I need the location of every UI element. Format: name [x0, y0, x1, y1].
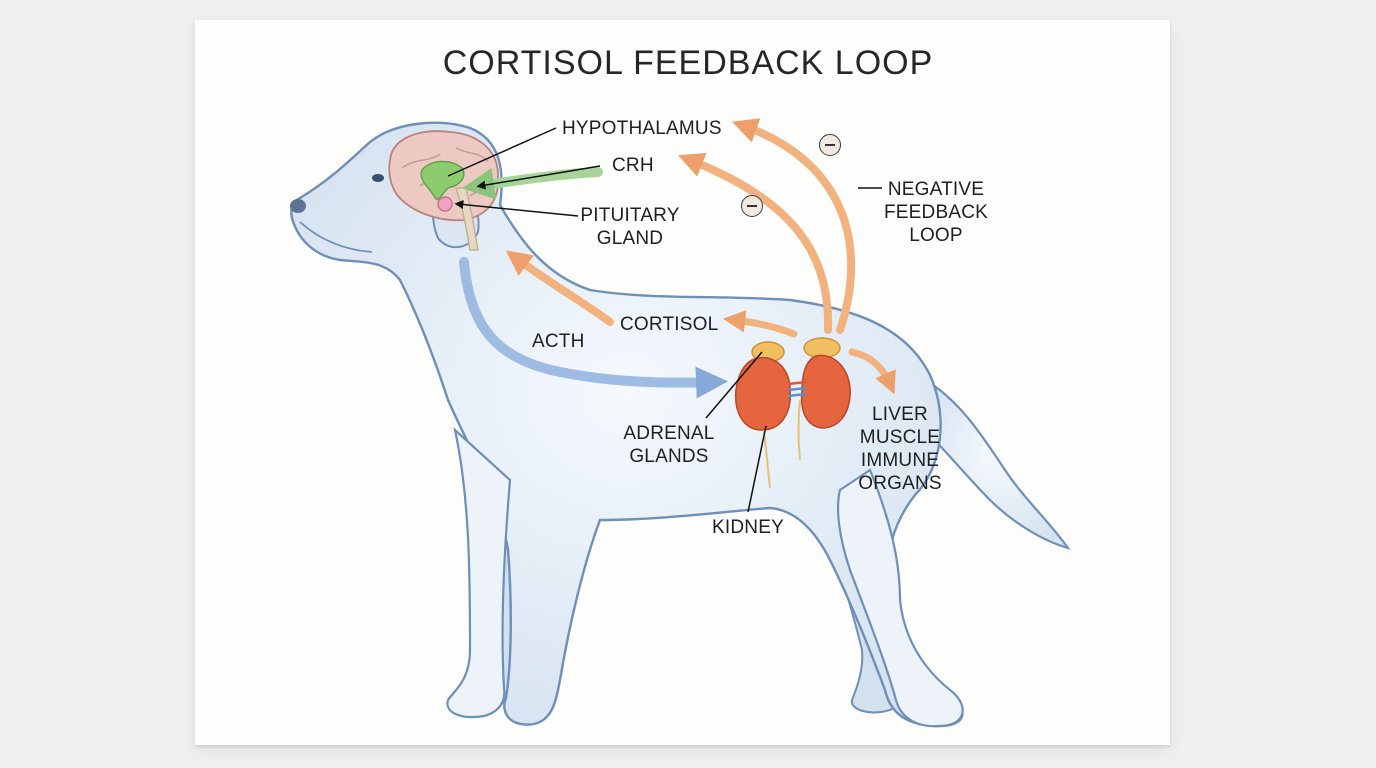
- feedback-arrow-to-hypothalamus: [731, 118, 856, 334]
- label-crh: CRH: [612, 155, 654, 176]
- label-target-immune: IMMUNE: [860, 450, 940, 471]
- label-adrenal-line2: GLANDS: [629, 446, 709, 467]
- label-target-organs: LIVER MUSCLE IMMUNE ORGANS: [852, 403, 948, 495]
- label-adrenal-glands: ADRENAL GLANDS: [616, 422, 722, 468]
- dog-tail: [923, 378, 1071, 550]
- label-negative-feedback-loop: NEGATIVE FEEDBACK LOOP: [882, 178, 990, 247]
- label-acth: ACTH: [532, 331, 585, 352]
- label-target-liver: LIVER: [872, 404, 928, 425]
- label-kidney: KIDNEY: [712, 517, 784, 538]
- diagram-title: CORTISOL FEEDBACK LOOP: [442, 44, 934, 82]
- label-adrenal-line1: ADRENAL: [623, 423, 715, 444]
- leader-adrenal: [705, 351, 763, 419]
- acth-arrow: [459, 257, 728, 399]
- leader-pituitary: [454, 200, 579, 217]
- left-kidney: [734, 356, 791, 431]
- leader-crh: [476, 165, 601, 190]
- leader-hypothalamus: [447, 127, 557, 177]
- dog-near-front-leg: [446, 426, 512, 719]
- right-kidney: [800, 354, 851, 429]
- label-cortisol: CORTISOL: [620, 314, 719, 335]
- label-target-organs-word: ORGANS: [858, 473, 942, 494]
- label-negative-line1: NEGATIVE: [887, 179, 985, 200]
- renal-vessels-red: [787, 380, 807, 386]
- label-pituitary-gland: PITUITARY GLAND: [580, 204, 680, 250]
- minus-circle-icon: [819, 134, 841, 156]
- cortisol-arrow-targets: [848, 348, 896, 395]
- dog-body: [290, 121, 964, 728]
- cortisol-arrow-left: [505, 250, 614, 326]
- leader-kidney: [747, 425, 767, 513]
- minus-circle-icon: [741, 195, 763, 217]
- label-pituitary-line2: GLAND: [596, 228, 664, 249]
- kidneys: [734, 337, 851, 489]
- dog-near-hind-leg: [836, 468, 964, 728]
- cortisol-arrow-short: [722, 310, 798, 338]
- renal-vessels-blue: [787, 386, 807, 398]
- dog-illustration: [290, 121, 1071, 728]
- label-negative-line3: LOOP: [909, 225, 963, 246]
- hypothalamus-region: [420, 160, 465, 200]
- dog-mouth: [299, 221, 373, 253]
- label-target-muscle: MUSCLE: [859, 427, 941, 448]
- label-negative-line2: FEEDBACK: [883, 202, 988, 223]
- dog-eye: [372, 174, 384, 182]
- dog-nose: [290, 199, 306, 213]
- label-hypothalamus: HYPOTHALAMUS: [562, 118, 722, 139]
- feedback-arrow-to-crh: [678, 152, 833, 334]
- pituitary-gland-shape: [437, 196, 453, 212]
- label-pituitary-line1: PITUITARY: [580, 205, 680, 226]
- right-ureter: [797, 399, 801, 461]
